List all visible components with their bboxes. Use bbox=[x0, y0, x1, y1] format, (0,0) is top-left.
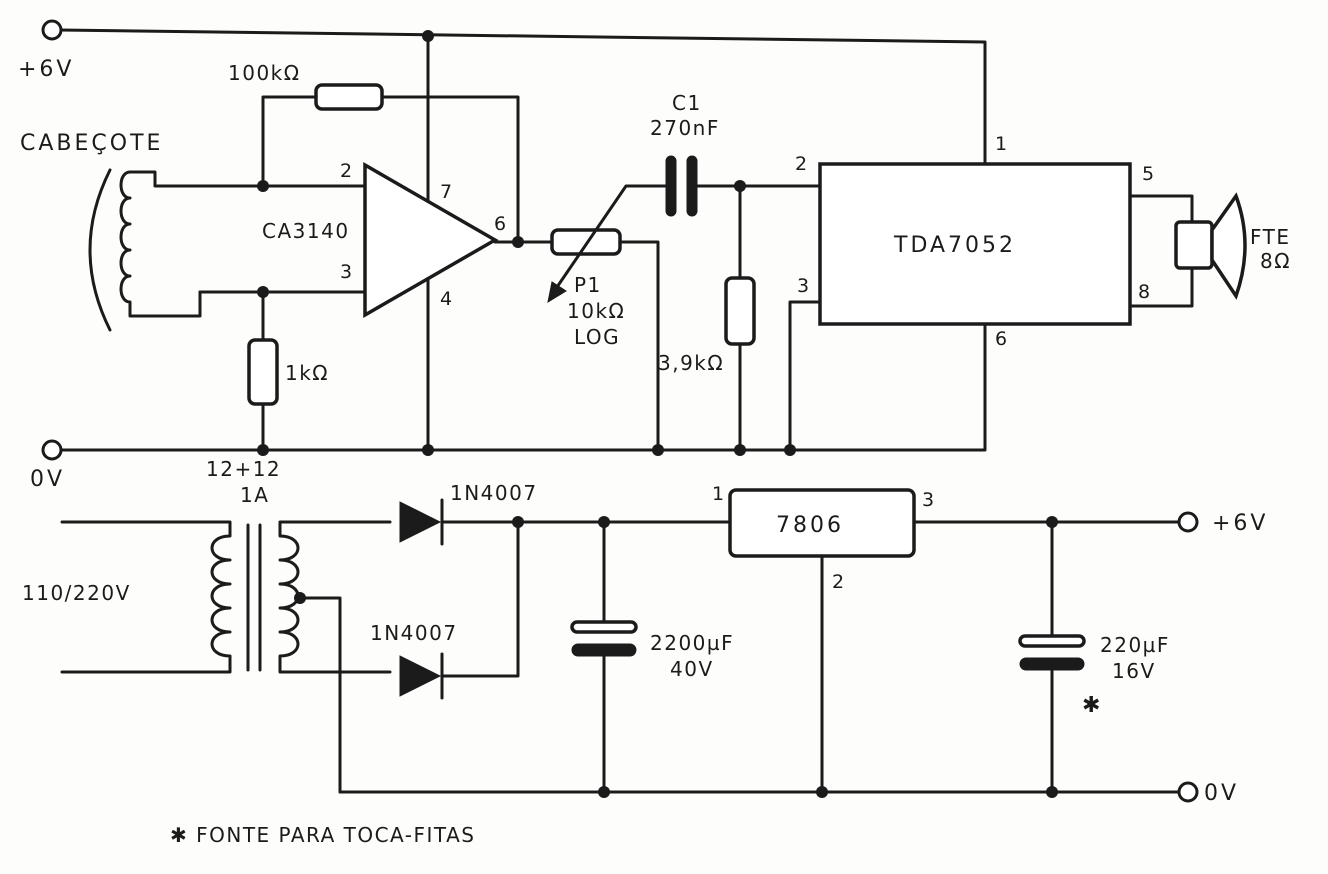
amp-pin-6: 6 bbox=[995, 328, 1007, 350]
diode-d2-label: 1N4007 bbox=[370, 621, 458, 645]
output-cap-marker: ✱ bbox=[1082, 693, 1103, 718]
transformer-current: 1A bbox=[240, 483, 269, 507]
load-resistor: 3,9kΩ bbox=[658, 184, 756, 452]
output-cap-voltage: 16V bbox=[1112, 659, 1156, 683]
footnote: ✱ FONTE PARA TOCA-FITAS bbox=[170, 823, 475, 847]
transformer: 12+12 1A 110/220V bbox=[22, 457, 392, 794]
filter-cap-voltage: 40V bbox=[670, 657, 714, 681]
pot-value: 10kΩ bbox=[567, 299, 625, 323]
mains-label: 110/220V bbox=[22, 581, 131, 605]
filter-capacitor: 2200µF 40V bbox=[570, 520, 734, 794]
psu-ground-label: 0V bbox=[1204, 781, 1239, 806]
transformer-rating: 12+12 bbox=[206, 457, 281, 481]
opamp-pin-4: 4 bbox=[440, 288, 452, 310]
diode-d1-label: 1N4007 bbox=[450, 481, 538, 505]
speaker: FTE 8Ω bbox=[1128, 192, 1291, 308]
amp-pin-5: 5 bbox=[1142, 163, 1154, 185]
pot-taper: LOG bbox=[574, 325, 620, 349]
top-supply-terminal bbox=[41, 19, 63, 41]
amp-name: TDA7052 bbox=[893, 233, 1016, 258]
volume-potentiometer: P1 10kΩ LOG bbox=[547, 184, 670, 452]
amp-pin-2: 2 bbox=[795, 153, 807, 175]
regulator-pin-1: 1 bbox=[712, 483, 724, 505]
regulator-pin-2: 2 bbox=[832, 571, 844, 593]
top-ground-label: 0V bbox=[30, 467, 65, 492]
amp-pin-1: 1 bbox=[995, 133, 1007, 155]
regulator-name: 7806 bbox=[776, 513, 844, 538]
top-supply-label: +6V bbox=[18, 57, 74, 82]
bias-resistor: 1kΩ bbox=[247, 290, 329, 452]
opamp-name: CA3140 bbox=[262, 219, 350, 243]
psu-ground-terminal bbox=[1177, 781, 1199, 803]
diode-d2: 1N4007 bbox=[370, 520, 520, 700]
opamp-pin-7: 7 bbox=[440, 181, 452, 203]
amp-pin-8: 8 bbox=[1138, 281, 1150, 303]
output-capacitor: 220µF 16V ✱ bbox=[1018, 520, 1170, 794]
opamp-pin-3: 3 bbox=[340, 261, 352, 283]
tape-head: CABEÇOTE bbox=[20, 131, 367, 332]
output-cap-value: 220µF bbox=[1100, 633, 1170, 657]
speaker-name: FTE bbox=[1250, 225, 1291, 249]
speaker-impedance: 8Ω bbox=[1260, 249, 1291, 273]
amp-pin-3: 3 bbox=[797, 275, 809, 297]
psu-output-terminal bbox=[1177, 511, 1199, 533]
diode-d1: 1N4007 bbox=[399, 481, 732, 546]
psu-output-label: +6V bbox=[1212, 511, 1268, 536]
supply-rail-top: +6V bbox=[18, 19, 987, 162]
coupling-capacitor-c1: C1 270nF bbox=[650, 91, 822, 217]
ground-rail-top: 0V bbox=[30, 323, 987, 492]
opamp-ca3140: CA3140 2 3 7 4 6 bbox=[262, 34, 562, 452]
amplifier-tda7052: TDA7052 1 2 3 5 6 8 bbox=[788, 133, 1154, 452]
regulator-pin-3: 3 bbox=[922, 489, 934, 511]
bias-resistor-value: 1kΩ bbox=[285, 361, 329, 385]
top-ground-terminal bbox=[41, 439, 63, 461]
psu-terminals: +6V 0V bbox=[338, 511, 1268, 806]
feedback-resistor-value: 100kΩ bbox=[228, 61, 301, 85]
filter-cap-value: 2200µF bbox=[650, 631, 734, 655]
load-resistor-value: 3,9kΩ bbox=[658, 351, 724, 375]
regulator-7806: 7806 1 2 3 bbox=[712, 483, 1180, 794]
opamp-pin-2: 2 bbox=[340, 160, 352, 182]
opamp-pin-6: 6 bbox=[494, 213, 506, 235]
c1-value: 270nF bbox=[650, 116, 720, 140]
c1-name: C1 bbox=[672, 91, 702, 115]
head-label: CABEÇOTE bbox=[20, 131, 163, 156]
pot-name: P1 bbox=[574, 273, 602, 297]
